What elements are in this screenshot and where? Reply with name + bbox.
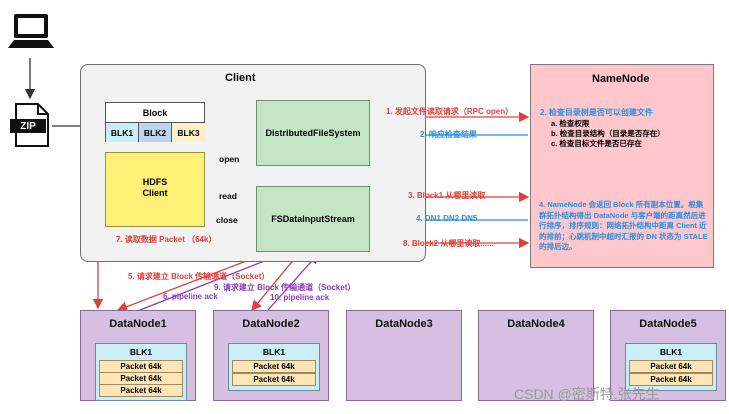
datanode-5-block-label: BLK1 — [659, 347, 683, 357]
namenode-step4-text: 4. NameNode 会返回 Block 所有副本位置。根集群拓扑结构得出 D… — [539, 200, 708, 251]
msg-2-label: 2. 响应检查结果 — [420, 130, 477, 139]
datanode-2-packet-2: Packet 64k — [232, 373, 316, 386]
msg-4-label: 4. DN1 DN2 DN5 — [416, 214, 478, 223]
datanode-5-title: DataNode5 — [639, 318, 697, 330]
datanode-1: DataNode1 BLK1 Packet 64k Packet 64k Pac… — [80, 310, 196, 401]
datanode-3: DataNode3 — [346, 310, 462, 401]
datanode-5-block: BLK1 Packet 64k Packet 64k — [625, 343, 717, 391]
datanode-1-title: DataNode1 — [109, 318, 167, 330]
block-item-blk2: BLK2 — [139, 122, 172, 142]
client-title: Client — [225, 72, 256, 84]
datanode-5-packet-2: Packet 64k — [629, 373, 713, 386]
zip-label: ZIP — [20, 120, 36, 132]
datanode-5: DataNode5 BLK1 Packet 64k Packet 64k — [610, 310, 726, 401]
hdfs-client-line1: HDFS — [142, 177, 168, 187]
msg-1-label: 1. 发起文件读取请求（RPC open） — [386, 107, 514, 116]
datanode-4-title: DataNode4 — [507, 318, 565, 330]
namenode-check-item-a: a. 检查权限 — [551, 119, 590, 128]
namenode-check-item-c: c. 检查目标文件是否已存在 — [551, 139, 642, 148]
block-item-blk1: BLK1 — [106, 122, 139, 142]
laptop-icon — [8, 12, 54, 52]
datanode-2-block-label: BLK1 — [262, 347, 286, 357]
msg-8-label: 8. Block2 从哪里读取...... — [403, 239, 494, 248]
block-group: Block BLK1 BLK2 BLK3 — [105, 102, 205, 142]
hdfs-client-line2: Client — [142, 188, 168, 198]
datanode-1-packet-3: Packet 64k — [99, 384, 183, 397]
datanode-1-block: BLK1 Packet 64k Packet 64k Packet 64k — [95, 343, 187, 401]
namenode-box — [530, 64, 714, 268]
fs-data-input-stream-box: FSDataInputStream — [256, 186, 370, 252]
hdfs-client-box: HDFS Client — [105, 152, 205, 227]
op-read-label: read — [219, 191, 237, 201]
namenode-check-title: 2. 检查目录树是否可以创建文件 — [540, 108, 653, 117]
namenode-check-item-b: b. 检查目录结构（目录是否存在） — [551, 129, 665, 138]
datanode-2-block: BLK1 Packet 64k Packet 64k — [228, 343, 320, 391]
datanode-2: DataNode2 BLK1 Packet 64k Packet 64k — [213, 310, 329, 401]
msg-5-label: 5. 请求建立 Block 传输通道（Socket） — [128, 272, 270, 281]
namenode-title: NameNode — [592, 73, 650, 85]
msg-10-label: 10. pipeline ack — [270, 293, 330, 302]
msg-9-label: 9. 请求建立 Block 传输通道（Socket） — [214, 283, 356, 292]
op-open-label: open — [219, 154, 240, 164]
zip-file-icon: ZIP — [10, 102, 52, 148]
datanode-2-title: DataNode2 — [242, 318, 300, 330]
datanode-5-packet-1: Packet 64k — [629, 360, 713, 373]
block-item-blk3: BLK3 — [172, 122, 205, 142]
msg-3-label: 3. Block1 从哪里读取 — [408, 191, 486, 200]
op-close-label: close — [216, 215, 238, 225]
msg-6-label: 6. pipeline ack — [163, 292, 218, 301]
block-title: Block — [142, 107, 168, 118]
distributed-file-system-box: DistributedFileSystem — [256, 100, 370, 166]
msg-7-label: 7. 读取数据 Packet （64k） — [116, 235, 217, 244]
datanode-4: DataNode4 — [478, 310, 594, 401]
datanode-3-title: DataNode3 — [375, 318, 433, 330]
datanode-1-block-label: BLK1 — [129, 347, 153, 357]
watermark-text: CSDN @密斯特.张先生 — [514, 386, 660, 402]
datanode-2-packet-1: Packet 64k — [232, 360, 316, 373]
